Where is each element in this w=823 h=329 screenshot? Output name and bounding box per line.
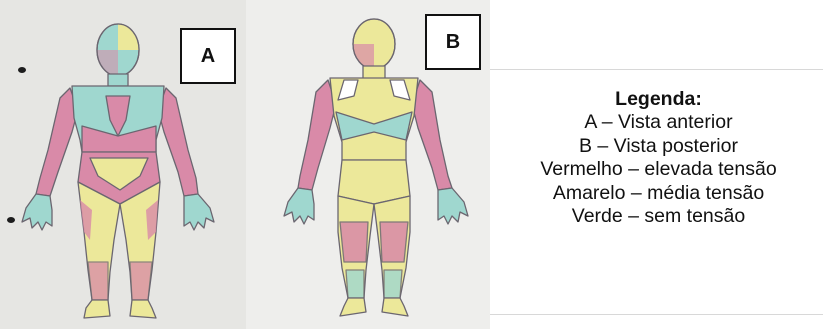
anterior-view-figure: A — [0, 0, 246, 329]
legend-top-rule — [490, 69, 823, 70]
legend-bottom-rule — [490, 314, 823, 315]
legend: Legenda: A – Vista anterior B – Vista po… — [490, 0, 823, 329]
legend-line-yellow: Amarelo – média tensão — [502, 182, 815, 205]
panel-label-a: A — [180, 28, 236, 84]
legend-line-anterior: A – Vista anterior — [502, 111, 815, 134]
legend-title: Legenda: — [502, 88, 815, 111]
legend-text: Legenda: A – Vista anterior B – Vista po… — [502, 88, 815, 228]
legend-line-red: Vermelho – elevada tensão — [502, 158, 815, 181]
panel-label-b: B — [425, 14, 481, 70]
legend-line-green: Verde – sem tensão — [502, 205, 815, 228]
posterior-view-figure: B — [246, 0, 490, 329]
legend-line-posterior: B – Vista posterior — [502, 135, 815, 158]
